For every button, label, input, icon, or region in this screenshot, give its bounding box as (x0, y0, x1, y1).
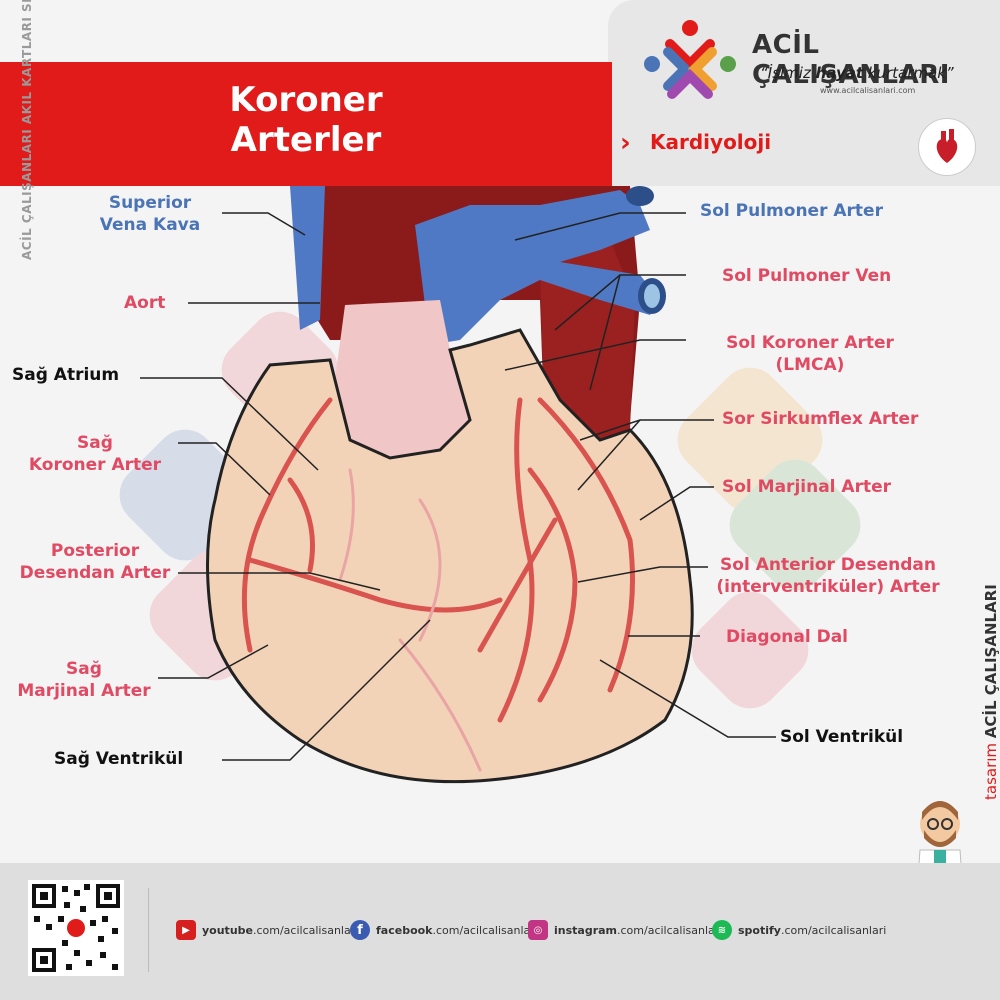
brand-name: ACİL ÇALIŞANLARI (752, 30, 950, 90)
side-series-text: ACİL ÇALIŞANLARI AKIL KARTLARI SERİSİ (20, 0, 34, 260)
instagram-icon: ◎ (528, 920, 548, 940)
brand-logo-icon (644, 20, 736, 99)
aorta-root-shape (335, 300, 470, 458)
superior-vena-kava-shape (290, 186, 325, 330)
category-label: Kardiyoloji (650, 130, 772, 154)
label-sol-anterior-desendan-arter: Sol Anterior Desendan(interventriküler) … (716, 555, 940, 597)
header-bar (0, 62, 612, 186)
label-aort: Aort (124, 293, 166, 313)
facebook-link[interactable]: f facebook.com/acilcalisanlari (350, 920, 538, 940)
footer-bar (0, 863, 1000, 1000)
brand-slogan: “İşimiz hayat kurtarmak” (760, 64, 954, 82)
title-line-1: Koroner (229, 80, 383, 120)
side-design-text: tasarım ACİL ÇALIŞANLARI (982, 584, 1000, 800)
heart-icon (918, 118, 976, 176)
instagram-link[interactable]: ◎ instagram.com/acilcalisanlari (528, 920, 722, 940)
label-sol-ventrikul: Sol Ventrikül (780, 727, 904, 747)
label-sol-pulmoner-ven: Sol Pulmoner Ven (722, 266, 892, 286)
page-title: Koroner Arterler (0, 80, 612, 160)
facebook-icon: f (350, 920, 370, 940)
label-sag-atrium: Sağ Atrium (12, 365, 120, 385)
brand-url: www.acilcalisanlari.com (820, 86, 916, 95)
label-sag-ventrikul: Sağ Ventrikül (54, 749, 184, 769)
footer-divider (148, 888, 149, 972)
title-line-2: Arterler (230, 120, 382, 160)
youtube-icon: ▶ (176, 920, 196, 940)
label-sol-koroner-arter: Sol Koroner Arter(LMCA) (726, 333, 894, 375)
youtube-link[interactable]: ▶ youtube.com/acilcalisanlari (176, 920, 358, 940)
label-sor-sirkumflex-arter: Sor Sirkumflex Arter (722, 409, 919, 429)
spotify-icon: ≋ (712, 920, 732, 940)
qr-code-icon (28, 880, 124, 976)
label-diagonal-dal: Diagonal Dal (726, 627, 848, 647)
pulmonary-artery-shape (415, 190, 660, 345)
heart-body (206, 328, 694, 784)
spotify-link[interactable]: ≋ spotify.com/acilcalisanlari (712, 920, 886, 940)
label-sol-marjinal-arter: Sol Marjinal Arter (722, 477, 891, 497)
label-sol-pulmoner-arter: Sol Pulmoner Arter (700, 201, 883, 221)
chevron-right-icon: › (620, 128, 631, 158)
